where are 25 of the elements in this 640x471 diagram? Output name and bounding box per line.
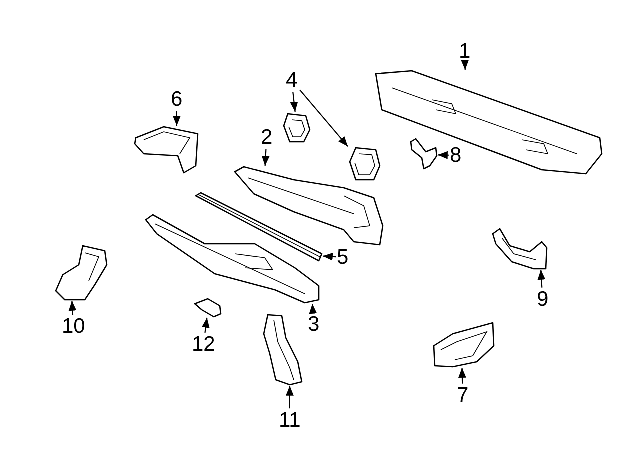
leader-arrow (322, 252, 336, 261)
callout-number: 10 (62, 316, 86, 337)
leader-arrow (458, 368, 466, 384)
leader-arrow (300, 90, 348, 147)
callout-number: 1 (459, 41, 471, 62)
callout-number: 5 (337, 247, 349, 268)
callout-number: 4 (286, 70, 298, 91)
callout-number: 3 (308, 314, 320, 335)
callout-number: 8 (450, 145, 462, 166)
callout-number: 9 (537, 289, 549, 310)
callout-number: 7 (457, 385, 469, 406)
leader-arrow (202, 318, 210, 334)
leader-arrow (290, 92, 298, 112)
leader-arrow (68, 300, 77, 316)
callout-number: 12 (192, 334, 216, 355)
leader-arrow (438, 151, 450, 160)
leader-arrow (262, 149, 270, 166)
leader-arrow (538, 270, 546, 288)
callout-number: 11 (279, 410, 301, 431)
callout-number: 2 (261, 127, 273, 148)
leader-arrow (461, 60, 470, 70)
leader-arrow (309, 304, 318, 314)
callout-number: 6 (171, 89, 183, 110)
leader-arrow (172, 111, 181, 126)
leader-arrow (286, 386, 294, 409)
